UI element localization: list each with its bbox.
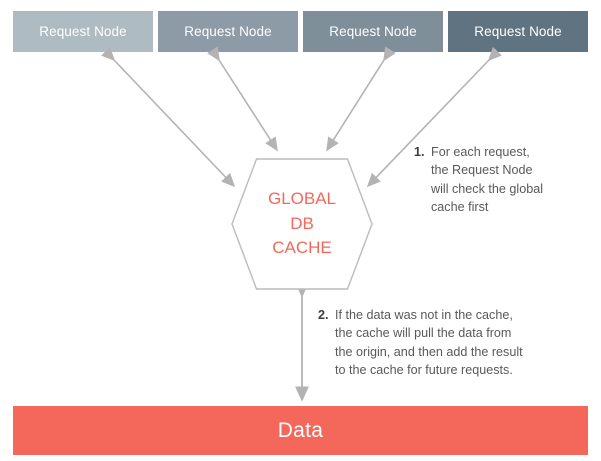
note-1-line-3: will check the global bbox=[431, 181, 544, 196]
request-node-3-label: Request Node bbox=[329, 23, 417, 39]
connector-node-3-to-cache bbox=[326, 46, 396, 152]
note-1-line-1: For each request, bbox=[431, 145, 530, 159]
request-node-3[interactable]: Request Node bbox=[303, 11, 443, 52]
request-node-4[interactable]: Request Node bbox=[448, 11, 588, 52]
note-2-line-1: If the data was not in the cache, bbox=[335, 308, 513, 322]
request-node-1[interactable]: Request Node bbox=[13, 11, 153, 52]
request-node-2[interactable]: Request Node bbox=[158, 11, 298, 52]
request-node-2-label: Request Node bbox=[184, 23, 272, 39]
hexagon-shape bbox=[231, 158, 373, 290]
note-2-line-2: the cache will pull the data from bbox=[335, 326, 512, 341]
note-2-body: If the data was not in the cache, the ca… bbox=[318, 306, 596, 379]
note-1-body: For each request, the Request Node will … bbox=[414, 143, 596, 216]
global-db-cache-hexagon[interactable]: GLOBAL DB CACHE bbox=[231, 158, 373, 290]
connector-node-1-to-cache bbox=[101, 46, 236, 188]
note-1-number: 1. bbox=[414, 145, 425, 159]
connector-node-2-to-cache bbox=[207, 46, 278, 152]
annotation-note-2: 2. If the data was not in the cache, the… bbox=[318, 306, 596, 379]
data-origin-bar[interactable]: Data bbox=[13, 406, 588, 455]
cache-label-line-2: DB bbox=[290, 213, 314, 233]
cache-label-line-1: GLOBAL bbox=[267, 189, 337, 209]
note-1-line-4: cache first bbox=[431, 199, 489, 214]
request-node-4-label: Request Node bbox=[474, 23, 562, 39]
request-node-row: Request Node Request Node Request Node R… bbox=[13, 11, 588, 52]
note-2-number: 2. bbox=[318, 308, 329, 322]
note-1-line-2: the Request Node bbox=[431, 163, 533, 178]
data-origin-label: Data bbox=[277, 418, 324, 442]
note-2-line-4: to the cache for future requests. bbox=[335, 362, 513, 377]
request-node-1-label: Request Node bbox=[39, 23, 127, 39]
global-db-cache-label: GLOBAL DB CACHE bbox=[231, 158, 373, 290]
cache-label-line-3: CACHE bbox=[272, 238, 332, 258]
annotation-note-1: 1. For each request, the Request Node wi… bbox=[414, 143, 596, 216]
note-2-line-3: the origin, and then add the result bbox=[335, 344, 523, 359]
